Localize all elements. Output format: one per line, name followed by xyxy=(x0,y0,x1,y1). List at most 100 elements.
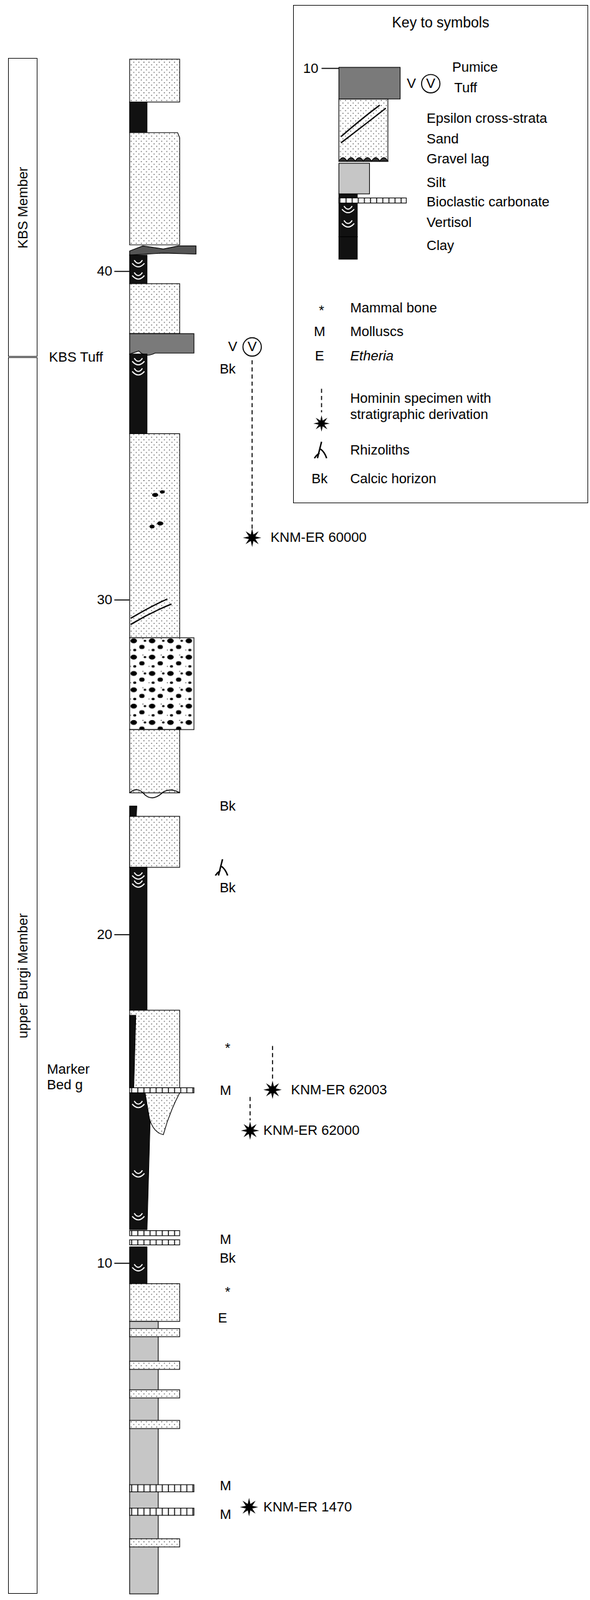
sand-stringer xyxy=(129,1420,180,1429)
column-label: V xyxy=(425,76,436,92)
sand-bed xyxy=(129,1010,180,1088)
vertisol-bed xyxy=(129,1093,151,1230)
vertisol-wedge xyxy=(129,1015,136,1088)
gravel-clast xyxy=(159,490,165,494)
member-name: upper Burgi Member xyxy=(14,913,32,1039)
derivation-line xyxy=(251,360,253,529)
column-label: M xyxy=(220,1478,232,1494)
gravel-clast xyxy=(157,521,164,526)
rhizolith-symbol xyxy=(215,859,228,876)
vertisol-cup xyxy=(344,220,353,224)
pumice-circle xyxy=(243,338,262,357)
column-label: M xyxy=(313,323,325,340)
legend-text: Rhizoliths xyxy=(349,442,410,458)
scale-number: 40 xyxy=(97,263,113,280)
carbonate-bed xyxy=(129,1087,194,1093)
vertisol-cup xyxy=(344,206,353,210)
sand-bed xyxy=(129,1284,180,1323)
hominin-star xyxy=(263,1080,282,1099)
sand-bed xyxy=(129,434,180,639)
vertisol-cup xyxy=(134,368,143,372)
sand-stringer xyxy=(129,1329,180,1338)
hominin-star xyxy=(240,1498,259,1517)
legend-text: Clay xyxy=(426,238,455,254)
vertisol-bed xyxy=(129,255,148,284)
carbonate-bed xyxy=(129,1508,194,1516)
column-label: * xyxy=(225,1284,231,1300)
column-label: KBS Tuff xyxy=(49,349,103,365)
column-label: M xyxy=(220,1232,232,1248)
column-label: * xyxy=(318,302,325,319)
vertisol-cup xyxy=(134,357,143,362)
column-label: M xyxy=(220,1506,232,1523)
cross-strata-sample xyxy=(341,107,387,143)
legend-text: Molluscs xyxy=(349,323,404,340)
erosion-surface xyxy=(129,790,180,799)
gravel-clast xyxy=(149,524,155,529)
vertisol-cup xyxy=(134,880,143,884)
vertisol-cup xyxy=(134,1170,143,1174)
vertisol-cup xyxy=(134,272,143,276)
column-label: E xyxy=(217,1310,228,1327)
scale-tick xyxy=(114,1262,130,1265)
vertisol-cup xyxy=(134,1264,143,1268)
legend-text: Mammal bone xyxy=(349,300,437,317)
key-box: Key to symbols xyxy=(293,4,589,504)
pumice-circle xyxy=(421,74,440,93)
carbonate-sample xyxy=(338,197,407,203)
vertisol-cup xyxy=(134,260,143,264)
scale-number: 20 xyxy=(97,926,113,943)
tuff-bed xyxy=(129,333,194,356)
legend-text: Epsilon cross-strata xyxy=(426,110,547,126)
column-label: * xyxy=(225,1040,231,1056)
legend-swatch xyxy=(338,163,370,194)
scale-tick xyxy=(114,599,130,601)
column-label: V xyxy=(406,76,416,92)
column-label: V xyxy=(228,339,238,355)
sand-stringer xyxy=(129,1390,180,1399)
gravel-clast xyxy=(152,492,159,498)
specimen-label: KNM-ER 1470 xyxy=(263,1499,352,1515)
vertisol-cup xyxy=(134,1213,143,1217)
column-label: V xyxy=(247,339,257,355)
sand-stringer xyxy=(129,1539,180,1548)
gravel-lag xyxy=(129,245,196,256)
member-name: KBS Member xyxy=(14,166,32,249)
derivation-line xyxy=(249,1097,251,1121)
column-label: Bk xyxy=(219,361,236,378)
vertisol-cup xyxy=(134,872,143,876)
sand-sample xyxy=(338,99,388,162)
legend-text: Etheria xyxy=(349,348,394,364)
sand-bed xyxy=(129,59,180,103)
derivation-line xyxy=(321,388,323,413)
column-label: Bk xyxy=(219,880,236,896)
gravel-lag-sample xyxy=(338,157,388,162)
gravel-bed xyxy=(129,638,194,730)
legend-text: Hominin specimen with stratigraphic deri… xyxy=(349,390,556,423)
member-band: upper Burgi Member xyxy=(8,357,38,1595)
hominin-star xyxy=(243,528,262,547)
scale-number: 10 xyxy=(97,1255,113,1272)
legend-swatch xyxy=(338,236,357,260)
legend-text: Sand xyxy=(426,130,459,147)
carbonate-bed xyxy=(129,1231,180,1237)
column-label: Marker Bed g xyxy=(46,1060,110,1093)
column-label: Bk xyxy=(311,470,328,487)
vertisol-bed xyxy=(129,867,148,1011)
cross-strata-sample xyxy=(341,105,380,138)
legend-text: Bioclastic carbonate xyxy=(426,193,550,210)
scale-tick xyxy=(114,270,130,272)
hominin-star xyxy=(313,415,330,432)
legend-text: Vertisol xyxy=(426,214,472,231)
sand-bed xyxy=(129,816,180,868)
legend-swatch xyxy=(338,67,400,100)
key-title: Key to symbols xyxy=(293,5,588,32)
scale-tick xyxy=(321,67,340,70)
sand-bed xyxy=(129,729,180,793)
column-label: M xyxy=(220,1083,232,1099)
clay-bed xyxy=(129,102,148,133)
vertisol-cup xyxy=(134,1101,143,1105)
column-label: Bk xyxy=(219,1250,236,1267)
legend-text: Gravel lag xyxy=(426,151,489,168)
rhizolith-symbol xyxy=(314,442,327,459)
